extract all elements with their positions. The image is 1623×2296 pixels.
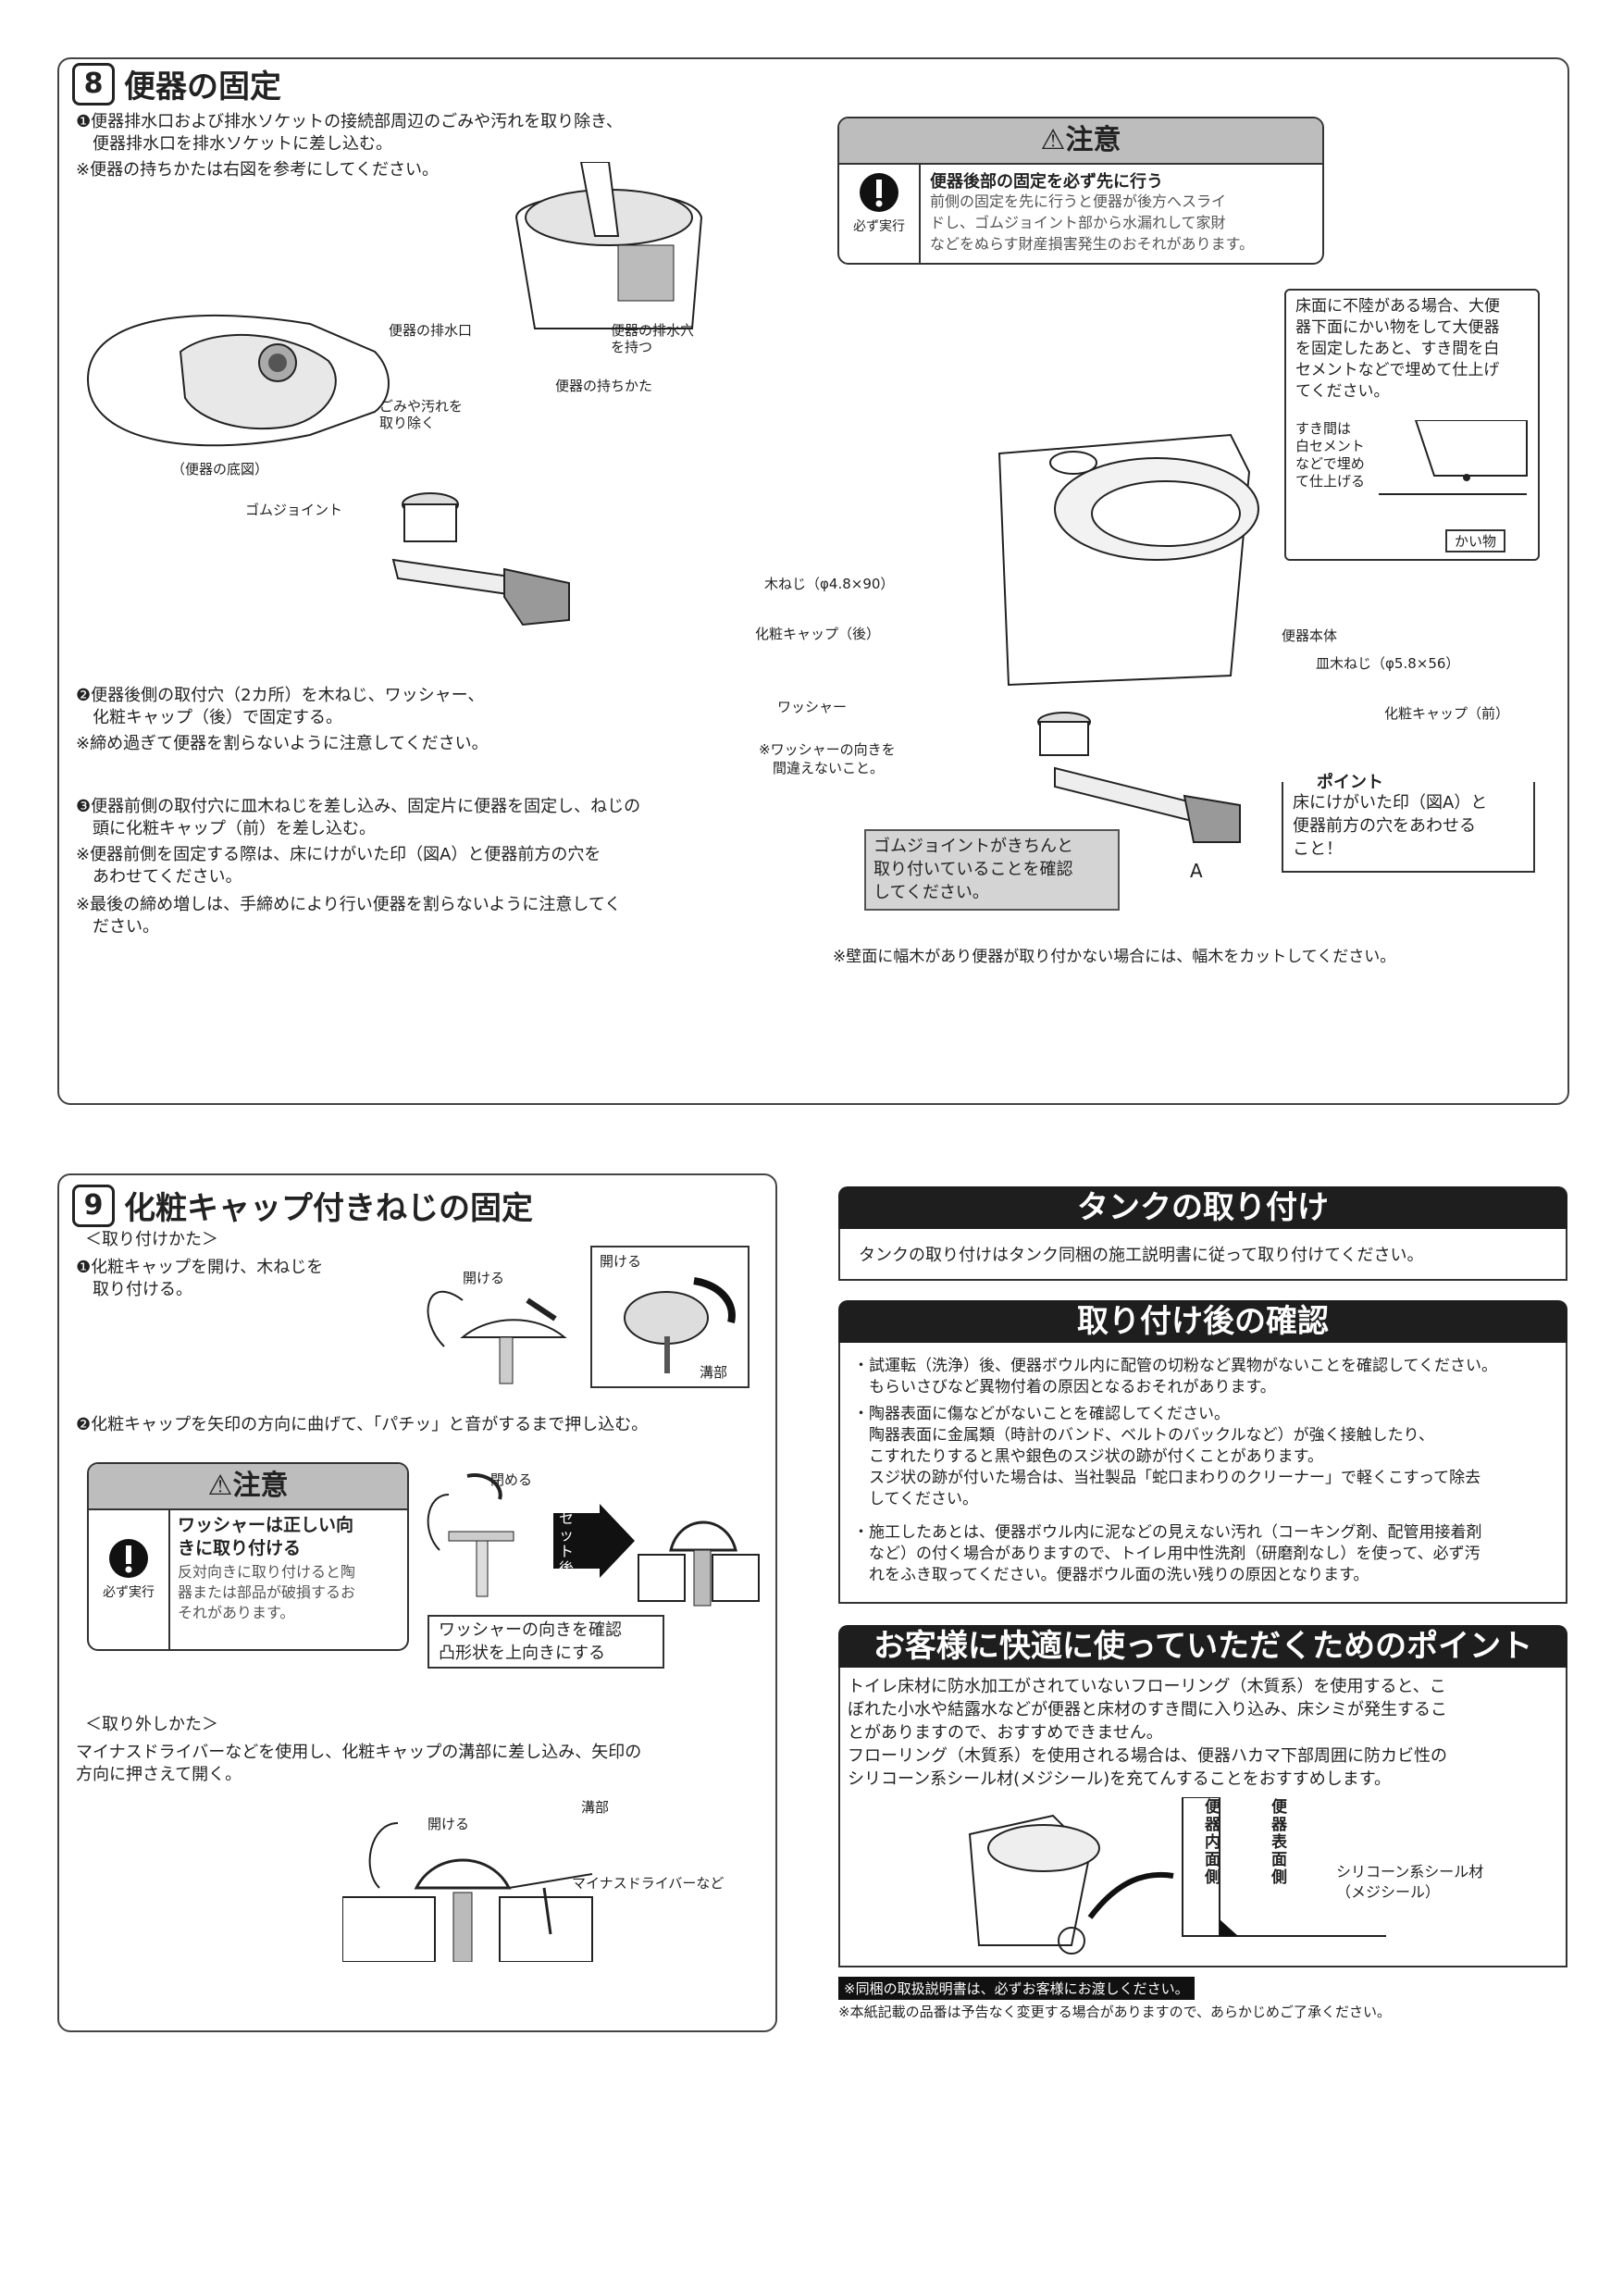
lbl-flat-screw: 皿木ねじ（φ5.8×56） bbox=[1316, 655, 1460, 672]
lbl-dirt: ごみや汚れを 取り除く bbox=[379, 398, 464, 431]
footer-disclaimer: ※本紙記載の品番は予告なく変更する場合がありますので、あらかじめご了承ください。 bbox=[838, 2004, 1391, 2020]
lbl-inner-side: 便器内面側 bbox=[1205, 1798, 1220, 1887]
shim-label: かい物 bbox=[1445, 529, 1506, 552]
set-arrow-icon bbox=[553, 1504, 635, 1578]
section-8-heading: 8 便器の固定 bbox=[72, 61, 281, 106]
sec8-step1: ❶便器排水口および排水ソケットの接続部周辺のごみや汚れを取り除き、 便器排水口を… bbox=[76, 112, 623, 154]
sec9-caution-body: 反対向きに取り付けると陶 器または部品が破損するお それがあります。 bbox=[178, 1563, 356, 1621]
lbl-open2: 開ける bbox=[600, 1253, 642, 1270]
section-8-number: 8 bbox=[72, 62, 115, 105]
lbl-surface-side: 便器表面側 bbox=[1271, 1798, 1287, 1887]
toilet-body-illustration bbox=[997, 433, 1259, 687]
check-box: ・試運転（洗浄）後、便器ボウル内に配管の切粉など異物がないことを確認してください… bbox=[838, 1343, 1567, 1604]
check-item-1: ・試運転（洗浄）後、便器ボウル内に配管の切粉など異物がないことを確認してください… bbox=[853, 1357, 1497, 1396]
section-9-number: 9 bbox=[72, 1184, 115, 1227]
check-item-3: ・施工したあとは、便器ボウル内に泥などの見えない汚れ（コーキング剤、配管用接着剤… bbox=[853, 1523, 1482, 1584]
gap-detail-illustration bbox=[1379, 420, 1528, 495]
seal-illustration bbox=[968, 1797, 1386, 1955]
sec8-caution-head: 便器後部の固定を必ず先に行う bbox=[930, 172, 1163, 192]
lbl-groove2: 溝部 bbox=[581, 1799, 610, 1816]
gum-confirm-text: ゴムジョイントがきちんと 取り付いていることを確認 してください。 bbox=[873, 837, 1073, 902]
lbl-washer: ワッシャー bbox=[777, 699, 848, 715]
toilet-holding-illustration bbox=[514, 162, 703, 329]
section-8-title: 便器の固定 bbox=[124, 68, 281, 105]
sec9-caution-must: 必ず実行 bbox=[89, 1510, 170, 1649]
sec9-how-remove: ＜取り外しかた＞ bbox=[85, 1715, 218, 1734]
sec9-caution-title: ⚠注意 bbox=[89, 1464, 407, 1510]
sec8-step2: ❷便器後側の取付穴（2カ所）を木ねじ、ワッシャー、 化粧キャップ（後）で固定する… bbox=[76, 686, 485, 727]
sec8-note2: ※締め過ぎて便器を割らないように注意してください。 bbox=[76, 734, 489, 753]
sec9-caution-box: ⚠注意 必ず実行 ワッシャーは正しい向 きに取り付ける 反対向きに取り付けると陶… bbox=[87, 1462, 409, 1651]
lbl-outlet: 便器の排水口 bbox=[389, 322, 473, 339]
sec8-step3: ❸便器前側の取付穴に皿木ねじを差し込み、固定片に便器を固定し、ねじの 頭に化粧キ… bbox=[76, 797, 641, 838]
floor-note-text: 床面に不陸がある場合、大便 器下面にかい物をして大便器 を固定したあと、すき間を… bbox=[1295, 297, 1500, 401]
sec8-must-label: 必ず実行 bbox=[853, 219, 905, 234]
sec9-remove-text: マイナスドライバーなどを使用し、化粧キャップの溝部に差し込み、矢印の 方向に押さ… bbox=[76, 1743, 642, 1784]
comfort-body: トイレ床材に防水加工がされていないフローリング（木質系）を使用すると、こ ぼれた… bbox=[848, 1677, 1447, 1789]
sec8-note4: ※最後の締め増しは、手締めにより行い便器を割らないように注意してく ださい。 bbox=[76, 895, 622, 937]
lbl-groove: 溝部 bbox=[700, 1364, 728, 1381]
lbl-bottom-view: （便器の底図） bbox=[171, 461, 269, 478]
lbl-after-set: セット後 bbox=[559, 1509, 575, 1577]
sec8-caution-title: ⚠注意 bbox=[839, 118, 1322, 165]
sec8-note1: ※便器の持ちかたは右図を参考にしてください。 bbox=[76, 160, 439, 180]
sec8-note3: ※便器前側を固定する際は、床にけがいた印（図A）と便器前方の穴を あわせてくださ… bbox=[76, 845, 601, 887]
baseboard-note: ※壁面に幅木があり便器が取り付かない場合には、幅木をカットしてください。 bbox=[833, 948, 1396, 966]
sec8-caution-body: 前側の固定を先に行うと便器が後方へスライ ドし、ゴムジョイント部から水漏れして家… bbox=[930, 192, 1255, 253]
washer-note: ※ワッシャーの向きを 間違えないこと。 bbox=[759, 741, 896, 776]
point-box: ポイント 床にけがいた印（図A）と 便器前方の穴をあわせる こと！ bbox=[1282, 769, 1535, 873]
comfort-box: トイレ床材に防水加工がされていないフローリング（木質系）を使用すると、こ ぼれた… bbox=[838, 1668, 1567, 1967]
sec9-step1: ❶化粧キャップを開け、木ねじを 取り付ける。 bbox=[76, 1258, 324, 1299]
cap-detail-illustration bbox=[624, 1277, 736, 1373]
lbl-A: A bbox=[1190, 860, 1203, 882]
sec9-how-attach: ＜取り付けかた＞ bbox=[85, 1230, 218, 1249]
exclamation-icon bbox=[109, 1539, 148, 1578]
toilet-bottom-illustration bbox=[86, 314, 390, 447]
cap-remove-illustration bbox=[342, 1822, 593, 1962]
lbl-body: 便器本体 bbox=[1282, 627, 1338, 644]
lbl-screw: 木ねじ（φ4.8×90） bbox=[764, 576, 895, 592]
point-title: ポイント bbox=[1311, 769, 1389, 793]
gap-note-text: すき間は 白セメント などで埋め て仕上げる bbox=[1295, 420, 1366, 490]
lbl-driver: マイナスドライバーなど bbox=[572, 1875, 725, 1892]
gum-confirm-box: ゴムジョイントがきちんと 取り付いていることを確認 してください。 bbox=[864, 829, 1120, 911]
section-9-heading: 9 化粧キャップ付きねじの固定 bbox=[72, 1183, 533, 1228]
sec9-must-label: 必ず実行 bbox=[103, 1585, 155, 1600]
cap-detail-box: 開ける 溝部 bbox=[590, 1246, 750, 1388]
check-item-2: ・陶器表面に傷などがないことを確認してください。 陶器表面に金属類（時計のバンド… bbox=[853, 1405, 1481, 1508]
sec8-caution-must: 必ず実行 bbox=[839, 165, 921, 263]
sec9-caution-head: ワッシャーは正しい向 きに取り付ける bbox=[178, 1515, 354, 1558]
lbl-open: 開ける bbox=[463, 1270, 505, 1286]
cap-set-illustration bbox=[638, 1520, 760, 1607]
pipe-illustration bbox=[1037, 712, 1241, 843]
sec8-caution-box: ⚠注意 必ず実行 便器後部の固定を必ず先に行う 前側の固定を先に行うと便器が後方… bbox=[837, 117, 1324, 265]
cap-open-illustration bbox=[427, 1290, 567, 1384]
comfort-title: お客様に快適に使っていただくためのポイント bbox=[838, 1625, 1567, 1668]
tank-body: タンクの取り付けはタンク同梱の施工説明書に従って取り付けてください。 bbox=[859, 1246, 1424, 1265]
footer-manual-note: ※同梱の取扱説明書は、必ずお客様にお渡しください。 bbox=[838, 1977, 1195, 2000]
check-title: 取り付け後の確認 bbox=[838, 1300, 1567, 1343]
lbl-how-hold: 便器の持ちかた bbox=[555, 378, 653, 394]
washer-confirm-text: ワッシャーの向きを確認 凸形状を上向きにする bbox=[439, 1620, 622, 1663]
lbl-gum-joint: ゴムジョイント bbox=[245, 502, 343, 518]
sec9-step2: ❷化粧キャップを矢印の方向に曲げて、「パチッ」と音がするまで押し込む。 bbox=[76, 1415, 649, 1434]
exclamation-icon bbox=[860, 173, 898, 212]
lbl-cap-rear: 化粧キャップ（後） bbox=[755, 626, 881, 642]
lbl-cap-front: 化粧キャップ（前） bbox=[1384, 705, 1510, 722]
washer-confirm-box: ワッシャーの向きを確認 凸形状を上向きにする bbox=[427, 1615, 664, 1669]
cap-close-illustration bbox=[427, 1473, 514, 1597]
floor-note-box: 床面に不陸がある場合、大便 器下面にかい物をして大便器 を固定したあと、すき間を… bbox=[1284, 289, 1540, 561]
lbl-seal: シリコーン系シール材 （メジシール） bbox=[1336, 1863, 1484, 1901]
tank-title: タンクの取り付け bbox=[838, 1186, 1567, 1229]
lbl-open3: 開ける bbox=[427, 1816, 470, 1832]
point-body: 床にけがいた印（図A）と 便器前方の穴をあわせる こと！ bbox=[1293, 793, 1488, 859]
gum-joint-illustration bbox=[391, 492, 570, 627]
lbl-hold-hole: 便器の排水穴 を持つ bbox=[611, 322, 695, 355]
tank-box: タンクの取り付けはタンク同梱の施工説明書に従って取り付けてください。 bbox=[838, 1229, 1567, 1281]
section-9-title: 化粧キャップ付きねじの固定 bbox=[124, 1190, 533, 1227]
lbl-close: 閉める bbox=[490, 1471, 533, 1488]
